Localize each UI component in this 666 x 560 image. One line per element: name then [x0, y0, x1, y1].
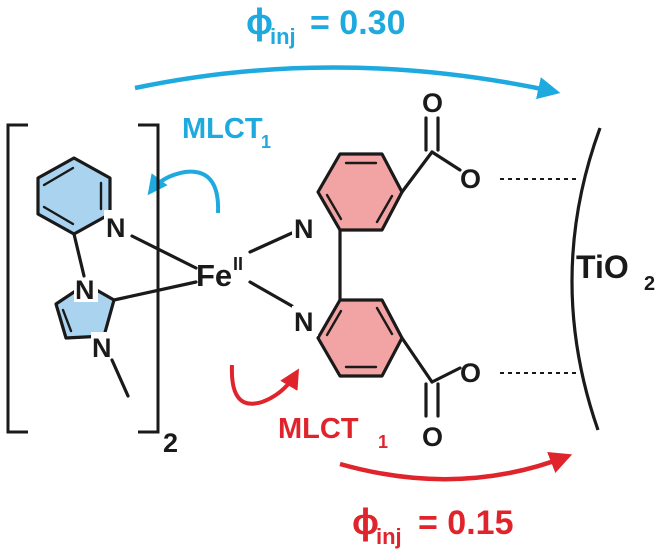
iron-oxidation-state: II	[233, 254, 243, 274]
mlct-arrow-blue	[147, 169, 221, 214]
lower-bipy-double-3	[325, 309, 343, 337]
mlct-text-red: MLCT	[278, 413, 359, 445]
injection-arrow-bottom	[339, 452, 573, 482]
tio2-subscript: 2	[644, 273, 655, 295]
bracket-subscript: 2	[163, 428, 178, 458]
pyridine-hexagon	[36, 156, 112, 236]
left-bracket	[6, 123, 28, 434]
imidazole-ring: N N	[54, 274, 116, 363]
imidazole-nitrogen-1: N	[75, 275, 95, 305]
imidazole-pentagon	[54, 282, 116, 340]
mlct-label-red: MLCT 1	[278, 413, 388, 452]
lower-carboxyl-c-bond	[400, 336, 434, 384]
right-bracket	[138, 123, 160, 434]
pyridine-double-bond-1	[42, 166, 75, 187]
fe-bipy-bond-lower	[248, 280, 294, 308]
fe-bipy-bond-upper	[248, 231, 294, 254]
injection-arrow-top	[134, 65, 561, 100]
phi-value-top: = 0.30	[310, 4, 405, 42]
lower-bipy-double-2	[375, 306, 394, 336]
pyridine-imidazole-bond	[72, 232, 86, 278]
mlct-arrow-red	[229, 364, 300, 406]
fe-carbene-bond	[112, 280, 198, 302]
upper-bipy-double-3	[325, 193, 343, 221]
lower-bipy-hexagon	[316, 298, 404, 378]
phi-injection-top-label: ϕ inj = 0.30	[246, 1, 405, 49]
fe-pyridine-bond	[130, 234, 198, 270]
upper-bipy-hexagon	[316, 152, 404, 232]
upper-carboxyl-o-bond	[430, 150, 462, 172]
upper-bipy-double-2	[375, 194, 394, 224]
mlct-subscript-blue: 1	[261, 132, 271, 152]
upper-bipy-n-mask	[292, 212, 318, 242]
iron-center: Fe II	[196, 254, 243, 293]
lower-carboxyl-oxygen: O	[460, 358, 481, 388]
phi-value-bottom: = 0.15	[418, 504, 513, 542]
phi-subscript-bottom: inj	[376, 524, 402, 549]
mlct-subscript-red: 1	[378, 432, 388, 452]
imidazole-n1-mask	[74, 274, 98, 302]
pyridine-n-mask	[104, 210, 130, 240]
imidazole-nitrogen-2: N	[92, 333, 112, 363]
pyridine-double-bond-2	[42, 205, 75, 226]
bipyridine-lower-ring: N	[292, 298, 404, 378]
upper-carboxyl-c-bond	[400, 150, 434, 194]
phi-subscript-top: inj	[270, 24, 296, 49]
upper-bipy-nitrogen: N	[294, 214, 314, 244]
upper-carboxylate: O O	[400, 88, 481, 194]
iron-symbol: Fe	[196, 258, 232, 293]
pyridine-nitrogen: N	[106, 213, 126, 243]
phi-injection-bottom-label: ϕ inj = 0.15	[352, 501, 513, 549]
imidazole-n2-mask	[91, 332, 115, 360]
lower-carboxylate: O O	[400, 336, 481, 452]
lower-bipy-n-mask	[292, 306, 318, 336]
lower-carboxyl-o-bond	[430, 366, 462, 384]
n-methyl-bond	[110, 358, 130, 398]
imidazole-double-bond	[61, 308, 73, 333]
bipyridine-upper-ring: N	[292, 152, 404, 244]
tio2-text: TiO	[576, 249, 629, 285]
lower-bipy-nitrogen: N	[294, 307, 314, 337]
mlct-label-blue: MLCT 1	[182, 113, 271, 152]
phi-symbol-bottom: ϕ	[352, 501, 379, 542]
upper-carbonyl-oxygen: O	[422, 88, 443, 118]
mlct-text-blue: MLCT	[182, 113, 263, 145]
pyridine-ring: N	[36, 156, 130, 243]
phi-symbol-top: ϕ	[246, 1, 273, 42]
upper-carboxyl-oxygen: O	[460, 164, 481, 194]
tio2-label: TiO 2	[576, 249, 655, 295]
lower-carbonyl-oxygen: O	[422, 422, 443, 452]
tio2-surface-curve	[570, 127, 602, 431]
